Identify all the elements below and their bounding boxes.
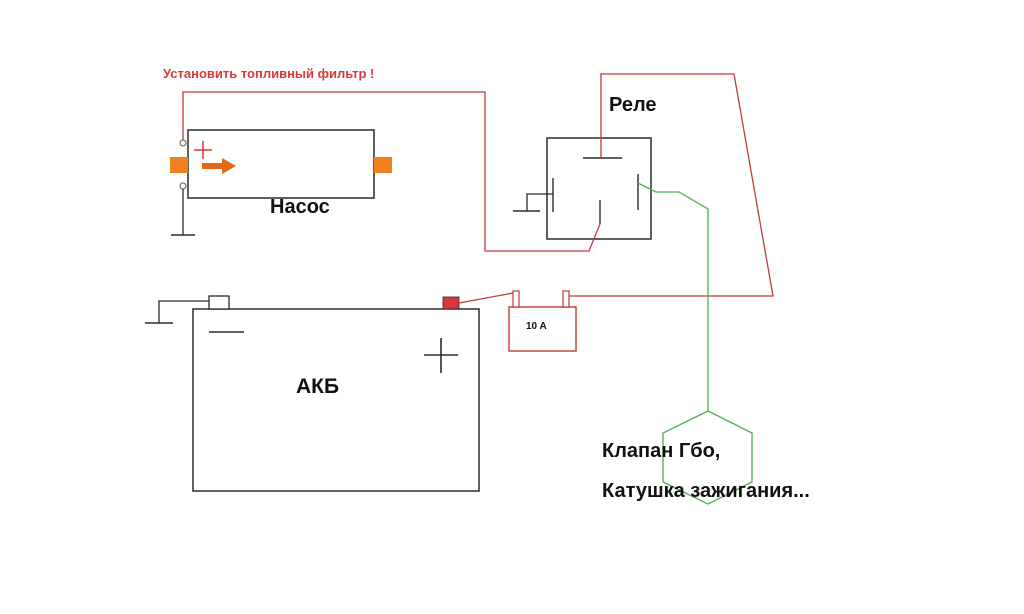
pump-positive-terminal (179, 139, 187, 147)
fuse-rating-label: 10 A (526, 321, 547, 332)
battery-label: АКБ (296, 375, 340, 398)
battery-positive-terminal (442, 296, 460, 310)
fuse-body (508, 306, 577, 352)
wire-battery-to-fuse (458, 292, 514, 304)
fuse-lead-left (512, 290, 520, 308)
consumer-label-line1: Клапан Гбо, (602, 440, 721, 462)
battery-negative-terminal (208, 295, 230, 310)
wire-pump-to-relay (182, 91, 601, 252)
relay-ground-wire (526, 193, 553, 211)
fuse (508, 290, 577, 352)
red-wires (182, 73, 774, 304)
fuel-filter-warning: Установить топливный фильтр ! (163, 66, 375, 81)
consumer-hexagon (662, 410, 753, 505)
relay-body (546, 137, 652, 240)
wire-fuse-to-relay (569, 73, 774, 297)
pump-inlet-port (170, 157, 188, 173)
wire-relay-to-consumer (637, 182, 709, 411)
battery-body (192, 308, 480, 492)
battery (145, 295, 480, 492)
pump-outlet-port (374, 157, 392, 173)
relay (513, 137, 652, 240)
fuse-lead-right (562, 290, 570, 308)
flow-arrow-icon (202, 158, 236, 174)
pump-label: Насос (270, 196, 330, 218)
relay-label: Реле (609, 94, 657, 116)
green-wires (637, 182, 753, 505)
battery-ground-wire (158, 300, 209, 323)
pump (170, 129, 392, 236)
pump-negative-terminal (179, 182, 187, 190)
consumer-label-line2: Катушка зажигания... (602, 480, 810, 502)
